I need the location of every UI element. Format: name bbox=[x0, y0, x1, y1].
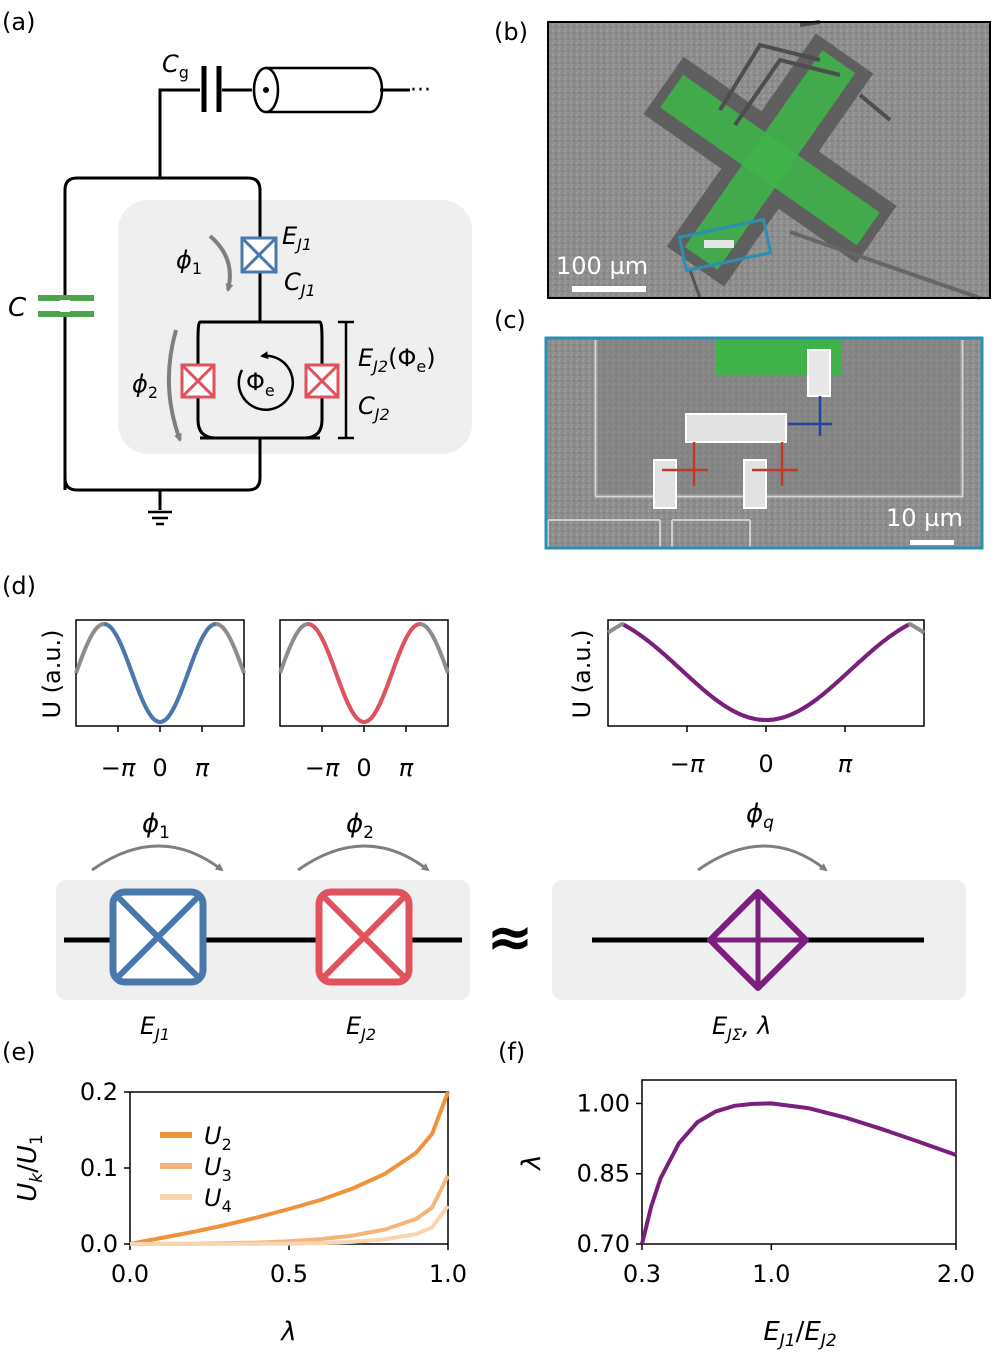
transmission-line-icon bbox=[252, 66, 410, 114]
ej2-bracket bbox=[338, 320, 354, 440]
josephson-junction-2a bbox=[180, 363, 216, 399]
tick-plotq-pi: π bbox=[838, 750, 853, 778]
junction-ej1-symbol bbox=[109, 888, 207, 986]
tick-plot2-neg-pi: −π bbox=[305, 754, 340, 782]
scale-label-c: 10 µm bbox=[886, 504, 963, 532]
potential-q-purple-curve bbox=[622, 623, 910, 722]
panel-label-f: (f) bbox=[498, 1038, 525, 1066]
panel-label-b: (b) bbox=[494, 18, 528, 46]
ej1-element-label: EJ1 bbox=[140, 1012, 170, 1044]
chart-f-ytick-label: 1.00 bbox=[577, 1089, 630, 1117]
chart-e-series-U2 bbox=[129, 1091, 450, 1246]
tick-plot1-pi: π bbox=[195, 754, 210, 782]
sem-image-junctions: 10 µm bbox=[544, 336, 984, 550]
phi2-arrow bbox=[166, 329, 182, 442]
tick-plotq-zero: 0 bbox=[758, 750, 773, 778]
scale-bar-b bbox=[572, 286, 646, 292]
cj2-label: CJ2 bbox=[358, 392, 390, 424]
chart-e-ytick-label: 0.1 bbox=[80, 1154, 118, 1182]
chart-e-xtick-label: 0.0 bbox=[111, 1260, 149, 1288]
potential-plot-q-frame bbox=[607, 619, 925, 727]
panel-label-a: (a) bbox=[2, 8, 35, 36]
scale-label-b: 100 µm bbox=[556, 252, 648, 280]
chart-f-series-lambda bbox=[640, 1101, 957, 1245]
tick-plot1-zero: 0 bbox=[152, 754, 167, 782]
chart-f-xtick-label: 1.0 bbox=[752, 1260, 790, 1288]
panel-label-e: (e) bbox=[2, 1038, 36, 1066]
chart-e-xtick-label: 1.0 bbox=[429, 1260, 467, 1288]
potential-2-gray-curve bbox=[278, 621, 450, 725]
chart-f-ytick-label: 0.85 bbox=[577, 1160, 630, 1188]
chart-e-ytick-label: 0.2 bbox=[80, 1078, 118, 1106]
chart-f-ylabel: λ bbox=[517, 1154, 547, 1171]
phi2-arc-arrow bbox=[297, 844, 430, 872]
ej1-label: EJ1 bbox=[282, 222, 312, 254]
potential-2-red-curve bbox=[307, 622, 421, 725]
circuit-diagram: ··· Cg C ϕ1 bbox=[8, 50, 472, 526]
scale-bar-c bbox=[910, 540, 954, 545]
chart-e-xlabel: λ bbox=[279, 1317, 296, 1347]
chart-lambda: 0.3 1.0 2.0 0.70 0.85 1.00 λ EJ1/EJ2 bbox=[517, 1079, 975, 1351]
potential-q-gray-curve bbox=[606, 621, 926, 722]
josephson-junction-1 bbox=[240, 236, 278, 274]
chart-f-xtick-label: 0.3 bbox=[623, 1260, 661, 1288]
phi1-label: ϕ1 bbox=[176, 246, 202, 278]
sem-image-device: 100 µm bbox=[547, 20, 991, 300]
phiq-arc-arrow bbox=[697, 844, 828, 872]
approx-symbol: ≈ bbox=[487, 905, 534, 970]
tick-plotq-neg-pi: −π bbox=[670, 750, 705, 778]
chart-f-xtick-label: 2.0 bbox=[937, 1260, 975, 1288]
shunt-capacitor bbox=[38, 295, 94, 317]
phi1-arrow bbox=[208, 234, 234, 292]
chart-e-ytick-label: 0.0 bbox=[80, 1230, 118, 1258]
ej2-element-label: EJ2 bbox=[346, 1012, 376, 1044]
phi1-arc-arrow bbox=[91, 844, 224, 872]
chart-f-ytick-label: 0.70 bbox=[577, 1230, 630, 1258]
legend-u2: U2 bbox=[204, 1122, 232, 1154]
flux-loop-arrow bbox=[237, 351, 295, 411]
chart-harmonics: 0.0 0.5 1.0 0.0 0.1 0.2 U2 U3 U4 Uk/U1 λ bbox=[13, 1078, 467, 1347]
chart-e-series-U4 bbox=[129, 1204, 450, 1246]
transmission-line-ellipsis: ··· bbox=[410, 78, 431, 103]
chart-f-frame bbox=[641, 1079, 957, 1245]
potential-1-blue-curve bbox=[103, 622, 217, 725]
c-label: C bbox=[8, 293, 27, 323]
chart-e-ylabel: Uk/U1 bbox=[13, 1134, 47, 1202]
chart-e-legend: U2 U3 U4 bbox=[160, 1122, 232, 1216]
potential-1-gray-curve bbox=[74, 621, 246, 725]
legend-u3: U3 bbox=[204, 1153, 232, 1185]
chart-e-xtick-label: 0.5 bbox=[270, 1260, 308, 1288]
ground-symbol bbox=[148, 510, 172, 526]
panel-label-c: (c) bbox=[494, 306, 526, 334]
cj1-label: CJ1 bbox=[284, 268, 316, 300]
phi2-label: ϕ2 bbox=[132, 370, 158, 402]
chart-f-xlabel: EJ1/EJ2 bbox=[763, 1317, 836, 1351]
legend-u4: U4 bbox=[204, 1184, 232, 1216]
potential-ylabel-q: U (a.u.) bbox=[568, 629, 596, 718]
potential-ylabel-1: U (a.u.) bbox=[38, 629, 66, 718]
tick-plot2-zero: 0 bbox=[356, 754, 371, 782]
phi2-axis-label: ϕ2 bbox=[346, 809, 374, 843]
ejs-element-label: EJΣ, λ bbox=[712, 1012, 771, 1044]
potential-plot-1-frame bbox=[75, 619, 245, 727]
phiq-axis-label: ϕq bbox=[746, 799, 774, 833]
effective-junction-symbol bbox=[707, 889, 809, 991]
panel-label-d: (d) bbox=[2, 572, 36, 600]
phi1-axis-label: ϕ1 bbox=[142, 809, 170, 843]
josephson-junction-2b bbox=[304, 363, 340, 399]
coupling-capacitor bbox=[201, 66, 222, 112]
potential-plot-2-frame bbox=[279, 619, 449, 727]
flux-label: Φe bbox=[246, 368, 275, 400]
cg-label: Cg bbox=[162, 50, 189, 82]
ej2-label: EJ2(Φe) bbox=[358, 344, 436, 376]
panel-d: U (a.u.) U (a.u.) −π 0 π −π 0 π −π 0 π ϕ… bbox=[38, 619, 966, 1044]
tick-plot1-neg-pi: −π bbox=[101, 754, 136, 782]
tick-plot2-pi: π bbox=[399, 754, 414, 782]
junction-ej2-symbol bbox=[315, 888, 413, 986]
